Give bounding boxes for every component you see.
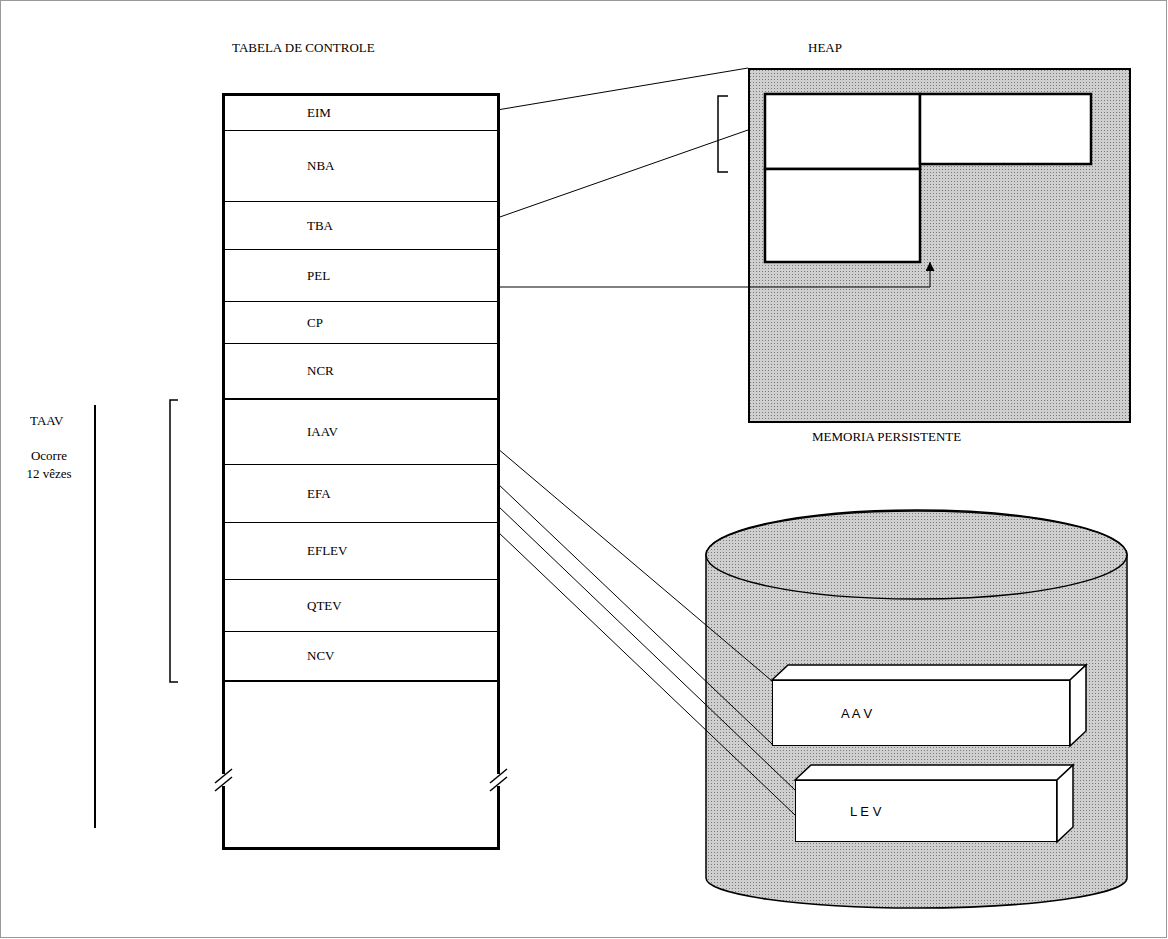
table-field: NCR	[225, 344, 497, 400]
table-field: PEL	[225, 250, 497, 302]
break-marks	[222, 93, 500, 850]
table-field: TBA	[225, 202, 497, 250]
pointer-line	[497, 505, 795, 790]
field-name: NCR	[307, 363, 334, 379]
field-name: EFLEV	[307, 543, 347, 559]
table-field: CP	[225, 302, 497, 344]
block-face	[1057, 765, 1073, 842]
block-face	[795, 765, 1073, 780]
break-stroke	[490, 777, 507, 791]
pointer-line	[497, 448, 772, 681]
field-name: PEL	[307, 268, 330, 284]
pointer-line	[497, 68, 748, 110]
field-name: EIM	[307, 105, 331, 121]
control-table: TABELA DE CONTROLEEIMNBATBAPELCPNCRIAAVE…	[222, 93, 500, 850]
block-face	[1070, 665, 1086, 746]
pointer-line	[497, 483, 772, 744]
pointer-line	[497, 262, 930, 287]
memory-block	[765, 169, 920, 262]
field-name: A A V	[841, 706, 872, 721]
table-field: NCV	[225, 632, 497, 682]
field-name: TBA	[307, 218, 333, 234]
storage-block: L E V	[795, 780, 1057, 842]
heap-area: HEAP	[748, 68, 1131, 423]
storage-block: A A V	[772, 680, 1070, 746]
break-stroke	[490, 769, 507, 783]
node-heading: MEMORIA PERSISTENTE	[812, 429, 961, 445]
table-field: EIM	[225, 96, 497, 131]
memory-block	[920, 94, 1091, 164]
taav-bracket	[170, 400, 178, 682]
memory-block	[765, 94, 920, 169]
group-name: TAAV	[30, 412, 63, 430]
pointer-line	[497, 531, 795, 815]
pointer-line	[497, 130, 748, 218]
block-face	[772, 665, 1086, 680]
heap-bracket	[718, 96, 728, 172]
cylinder-body	[706, 510, 1127, 908]
table-field: EFA	[225, 465, 497, 523]
table-field: IAAV	[225, 400, 497, 465]
repeat-note: Ocorre 12 vêzes	[26, 447, 72, 483]
persistent-storage: MEMORIA PERSISTENTEA A VL E V	[705, 510, 1128, 908]
extent-line	[94, 405, 96, 828]
table-field: QTEV	[225, 580, 497, 632]
field-name: QTEV	[307, 598, 342, 614]
table-field: EFLEV	[225, 523, 497, 580]
field-name: NBA	[307, 158, 334, 174]
heap-ground	[750, 70, 1129, 421]
node-heading: TABELA DE CONTROLE	[232, 40, 375, 56]
break-stroke	[215, 777, 232, 791]
field-name: NCV	[307, 648, 334, 664]
heap-fill	[750, 70, 1129, 421]
field-name: CP	[307, 315, 323, 331]
field-name: EFA	[307, 486, 331, 502]
field-name: L E V	[850, 804, 881, 819]
node-heading: HEAP	[808, 40, 842, 56]
cylinder-top	[706, 511, 1127, 599]
field-name: IAAV	[307, 424, 338, 440]
table-field: NBA	[225, 131, 497, 202]
break-stroke	[215, 769, 232, 783]
